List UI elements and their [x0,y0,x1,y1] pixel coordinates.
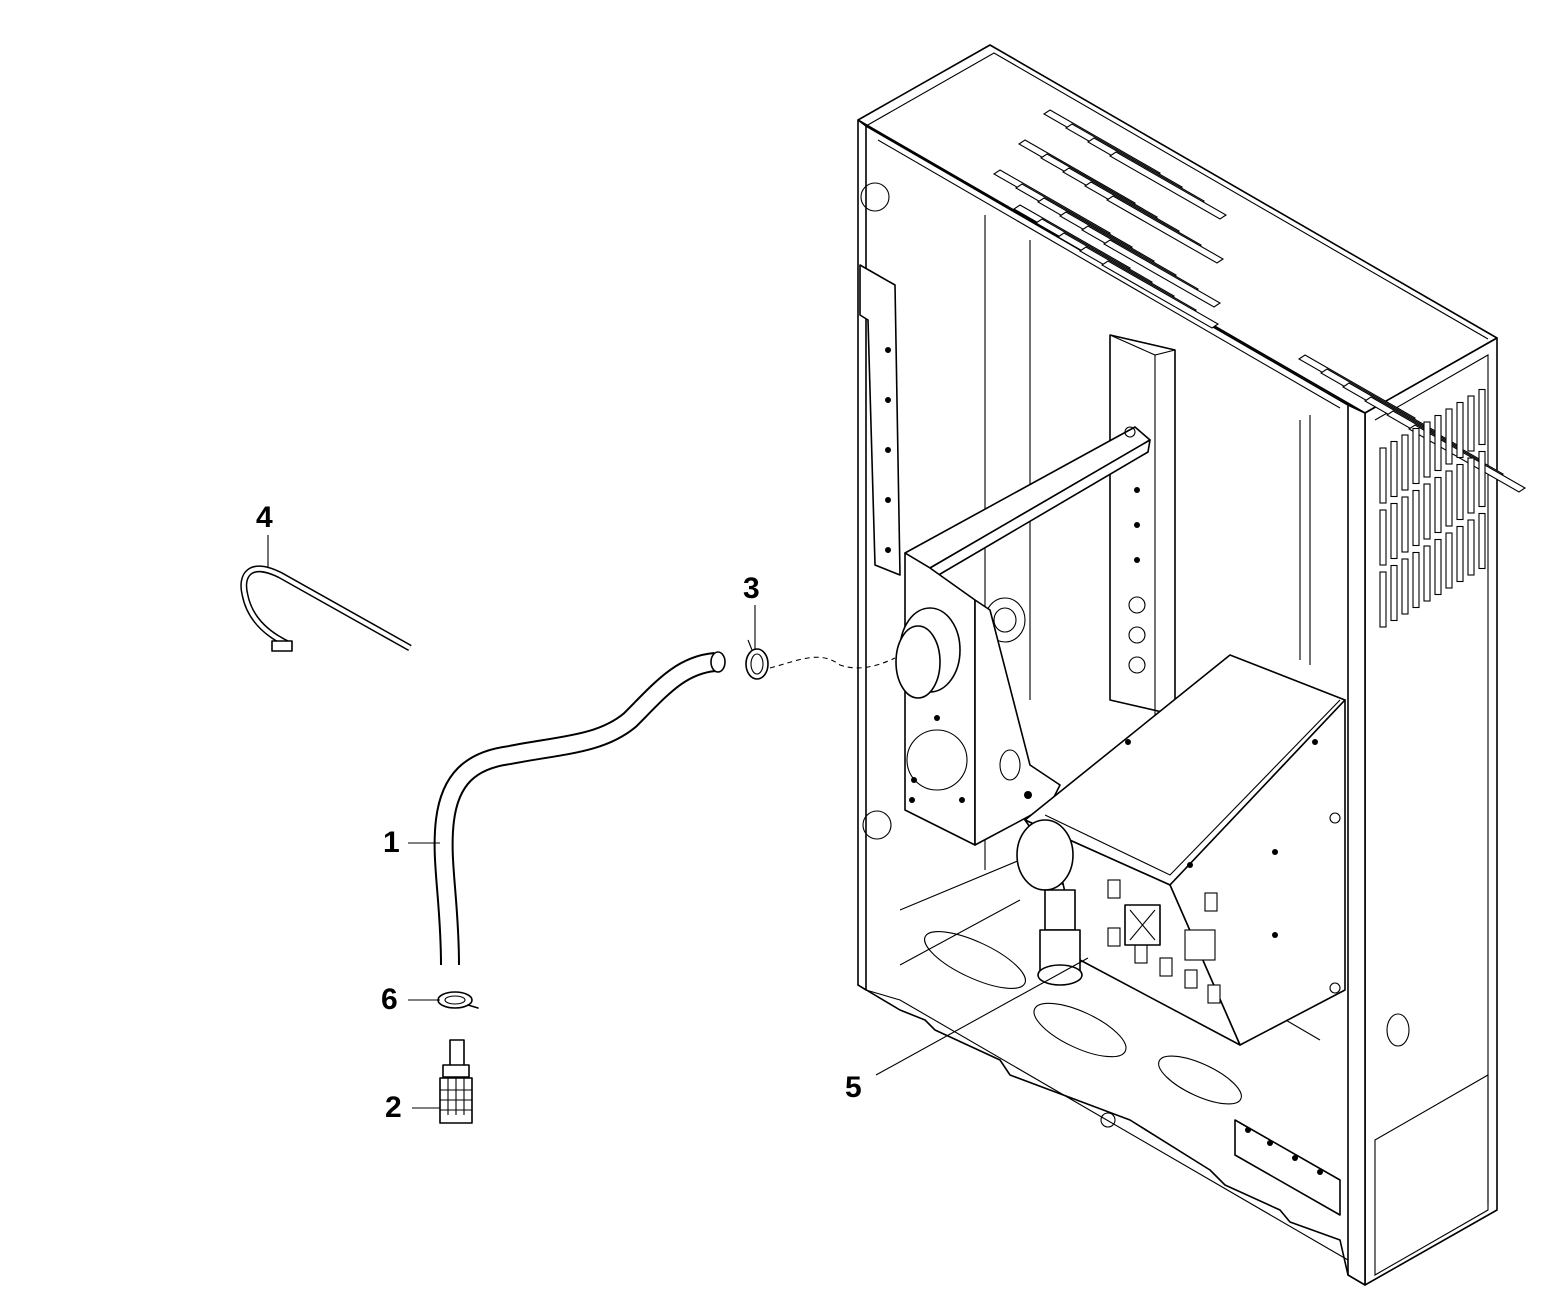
callout-5: 5 [845,1071,862,1104]
vent-slot [1456,463,1464,521]
vent-slot [1434,476,1442,534]
vent-slot [1100,260,1220,329]
vent-slot [1445,408,1453,465]
control-box [1024,654,1346,1046]
vent-slot [1412,551,1420,609]
lower-right-bracket [1234,1074,1489,1276]
vent-slot [1102,239,1222,308]
side-vent-slots [1379,388,1486,628]
leader-lines [267,535,1089,1109]
left-mounting-rail [859,264,901,576]
vent-slot [1478,450,1486,508]
vent-slot [1423,545,1431,602]
callout-4: 4 [256,501,273,534]
top-vent-slots [992,109,1527,493]
vent-slot [1401,558,1409,615]
vent-slot [1467,519,1475,576]
hose [433,651,726,966]
vent-slot [1467,457,1475,514]
lower-bracket [974,599,1061,846]
cable-tie-icon [240,565,412,652]
vent-slot [1434,414,1442,472]
outlet-mounting-plate [895,552,1026,846]
vent-slot [1456,525,1464,583]
assembly-path-line [769,656,896,669]
vent-slot [1478,388,1486,446]
vent-slot [1379,447,1387,504]
hose-clamp-icon [437,991,479,1009]
vent-slot [1434,538,1442,596]
vent-slot [1467,395,1475,452]
callout-2: 2 [385,1091,402,1124]
vent-slot [1445,532,1453,589]
pump-assembly [1016,819,1083,986]
vent-slot [1390,502,1398,560]
vent-slot [1390,440,1398,498]
vent-slot [1445,470,1453,527]
vent-slot [1412,489,1420,547]
callout-1: 1 [383,826,400,859]
vent-slot [1390,564,1398,622]
vent-slot [1456,401,1464,459]
filter-icon [439,1039,473,1124]
vent-slot [1401,434,1409,491]
vent-slot [1478,512,1486,570]
vent-slot [1412,427,1420,485]
vent-slot [1379,571,1387,628]
center-bracket [1109,334,1176,716]
vent-slot [1401,496,1409,553]
callout-3: 3 [743,572,760,605]
vent-slot [1423,421,1431,478]
vent-slot [1423,483,1431,540]
callout-6: 6 [381,983,398,1016]
vent-slot [1105,195,1225,264]
vent-slot [1108,151,1228,220]
vent-slot [1379,509,1387,566]
hose-clamp-icon [745,639,769,680]
